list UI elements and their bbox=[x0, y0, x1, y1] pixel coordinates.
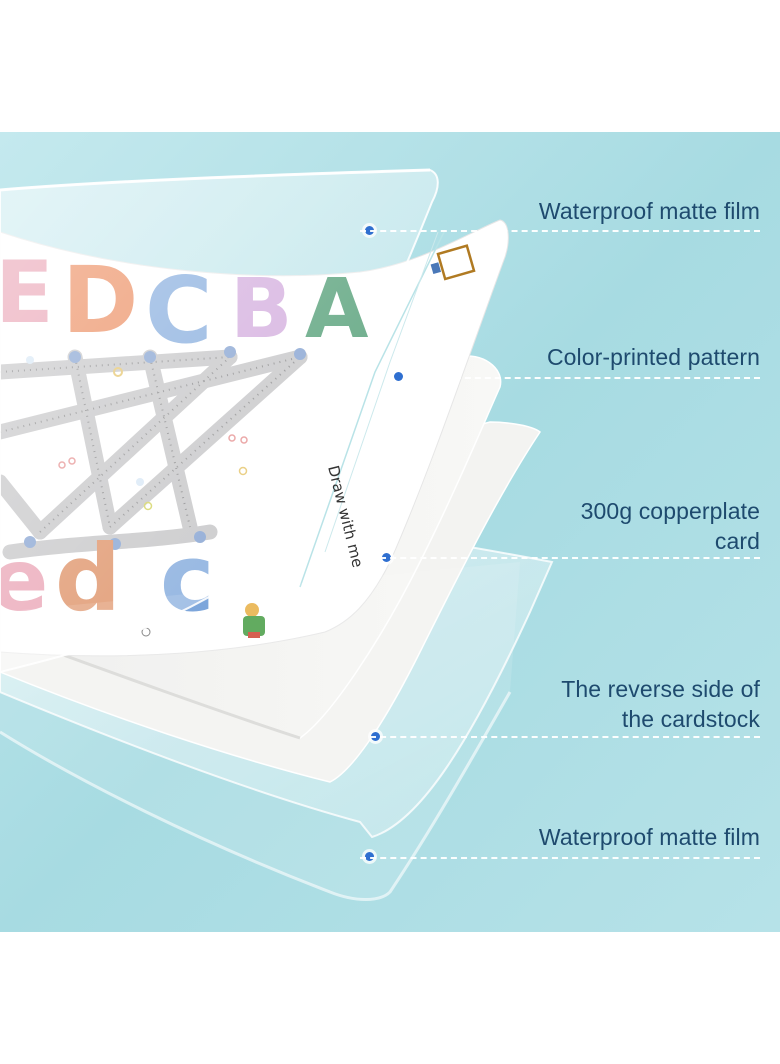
child-sticker bbox=[243, 603, 265, 638]
label-reverse-side: The reverse side of the cardstock bbox=[561, 676, 760, 732]
leader-line-card bbox=[380, 557, 760, 559]
layer-marker-printed bbox=[394, 372, 403, 381]
label-waterproof-film-bottom: Waterproof matte film bbox=[538, 824, 760, 850]
layer-marker-film-bottom bbox=[365, 852, 374, 861]
label-waterproof-film-top: Waterproof matte film bbox=[538, 198, 760, 224]
leader-line-printed bbox=[405, 377, 760, 379]
label-copperplate-card: 300g copperplate card bbox=[580, 498, 760, 554]
bottom-film-edge bbox=[0, 562, 520, 900]
leader-line-film-top bbox=[360, 230, 760, 232]
product-illustration: E D C B A e d c Draw wi bbox=[0, 132, 780, 932]
label-color-printed-pattern: Color-printed pattern bbox=[546, 344, 760, 370]
leader-line-film-bottom bbox=[360, 857, 760, 859]
square-sticker bbox=[430, 244, 476, 281]
leader-line-reverse bbox=[370, 736, 760, 738]
layered-sheet-illustration: E D C B A e d c Draw wi bbox=[0, 132, 780, 932]
